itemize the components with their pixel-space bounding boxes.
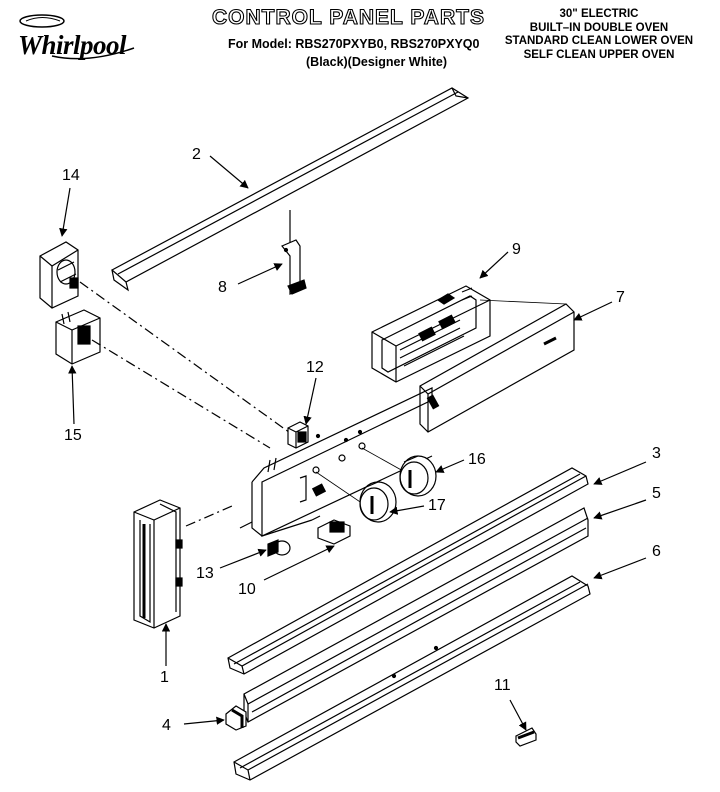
part-13-lamp	[267, 539, 291, 557]
callout-10: 10	[238, 581, 256, 598]
spec-line: 30" ELECTRIC	[559, 8, 639, 20]
callout-13: 13	[196, 565, 214, 582]
variant-line: (Black)(Designer White)	[306, 55, 447, 69]
callout-7: 7	[616, 289, 625, 306]
part-3-trim	[227, 467, 589, 675]
part-10-connector	[311, 515, 351, 545]
whirlpool-logo: Whirlpool	[8, 12, 138, 64]
part-11-clip	[515, 727, 537, 747]
model-line: For Model: RBS270PXYB0, RBS270PXYQ0	[228, 37, 480, 51]
part-1-end-cap	[133, 499, 183, 629]
callout-12: 12	[306, 359, 324, 376]
part-12-relay	[287, 421, 309, 449]
callout-6: 6	[652, 543, 661, 560]
part-16-knob	[399, 455, 437, 497]
callout-17: 17	[428, 497, 446, 514]
callout-5: 5	[652, 485, 661, 502]
part-8-bracket	[281, 210, 307, 295]
callout-9: 9	[512, 241, 521, 258]
part-4-clip	[225, 705, 247, 731]
callout-1: 1	[160, 669, 169, 686]
callout-3: 3	[652, 445, 661, 462]
callout-4: 4	[162, 717, 171, 734]
part-15-terminal-block	[55, 309, 101, 365]
spec-line: BUILT–IN DOUBLE OVEN	[529, 21, 669, 34]
spec-line: SELF CLEAN UPPER OVEN	[523, 48, 675, 61]
callout-14: 14	[62, 167, 80, 184]
part-5-trim	[243, 507, 589, 723]
spec-block: 30" ELECTRIC BUILT–IN DOUBLE OVEN STANDA…	[494, 8, 704, 62]
part-6-trim	[233, 575, 591, 781]
callout-2: 2	[192, 146, 201, 163]
part-2-top-trim	[110, 87, 470, 292]
main-control-panel	[239, 387, 433, 537]
swoosh-icon	[19, 14, 135, 60]
callout-15: 15	[64, 427, 82, 444]
part-7-control-overlay	[419, 299, 575, 433]
brand-wordmark: Whirlpool	[18, 30, 127, 60]
part-9-electronic-control	[371, 285, 491, 383]
part-17-knob	[359, 481, 397, 523]
part-14-switch	[39, 241, 79, 309]
spec-line: STANDARD CLEAN LOWER OVEN	[504, 35, 694, 47]
page-title: CONTROL PANEL PARTS	[211, 5, 485, 29]
callout-16: 16	[468, 451, 486, 468]
callout-8: 8	[218, 279, 227, 296]
callout-11: 11	[494, 677, 511, 694]
